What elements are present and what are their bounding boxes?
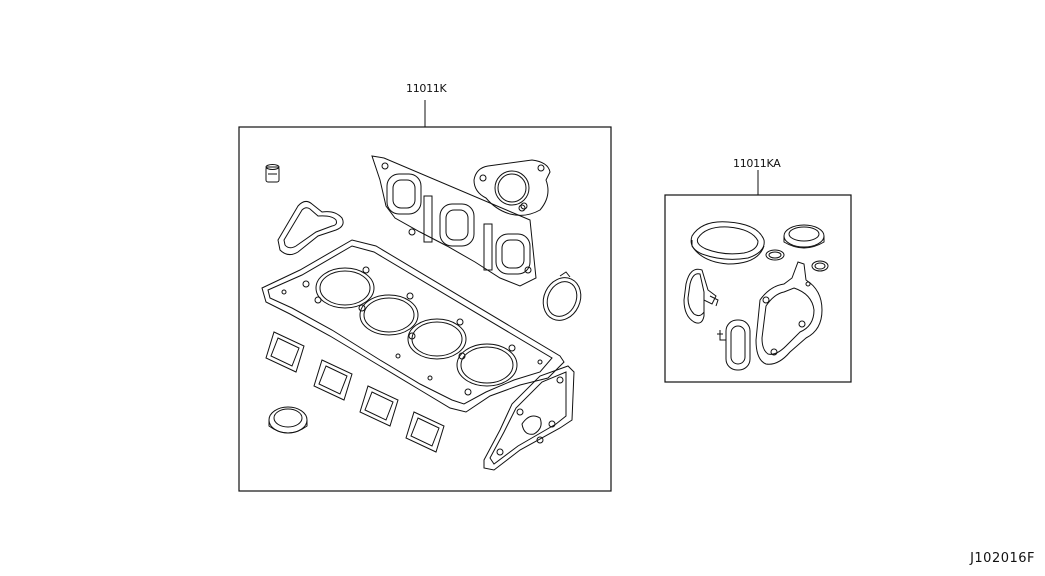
auxiliary-gasket-kit-group bbox=[664, 170, 852, 383]
valve-stem-seal[interactable] bbox=[265, 164, 280, 183]
engine-gasket-kit-group bbox=[238, 100, 612, 492]
throttle-body-gasket[interactable] bbox=[473, 159, 551, 216]
small-clip[interactable] bbox=[717, 330, 726, 341]
o-ring-tiny-2[interactable] bbox=[811, 260, 829, 272]
water-pump-gasket[interactable] bbox=[755, 261, 823, 365]
water-pump-seal-ring[interactable] bbox=[690, 221, 765, 265]
intake-manifold-gasket-3[interactable] bbox=[359, 385, 399, 427]
part-number-label-11011ka[interactable]: 11011KA bbox=[733, 157, 781, 170]
thermostat-housing-gasket[interactable] bbox=[683, 268, 719, 324]
o-ring-small[interactable] bbox=[268, 406, 308, 434]
oil-pump-gasket[interactable] bbox=[277, 200, 344, 256]
diagram-reference-code: J102016F bbox=[970, 551, 1035, 566]
timing-cover-gasket[interactable] bbox=[483, 365, 575, 471]
o-ring-round[interactable] bbox=[783, 224, 825, 249]
o-ring-tiny-1[interactable] bbox=[765, 249, 785, 261]
kit-frame-11011k bbox=[238, 126, 612, 492]
exhaust-manifold-gasket[interactable] bbox=[371, 155, 537, 287]
part-number-label-11011k[interactable]: 11011K bbox=[406, 82, 447, 95]
intake-manifold-gasket-2[interactable] bbox=[313, 359, 353, 401]
intake-manifold-gasket-4[interactable] bbox=[405, 411, 445, 453]
cylinder-head-gasket[interactable] bbox=[261, 239, 565, 413]
intake-manifold-gasket-1[interactable] bbox=[265, 331, 305, 373]
kit-frame-11011ka bbox=[664, 194, 852, 383]
water-inlet-gasket[interactable] bbox=[725, 319, 751, 371]
o-ring-large[interactable] bbox=[536, 271, 587, 326]
